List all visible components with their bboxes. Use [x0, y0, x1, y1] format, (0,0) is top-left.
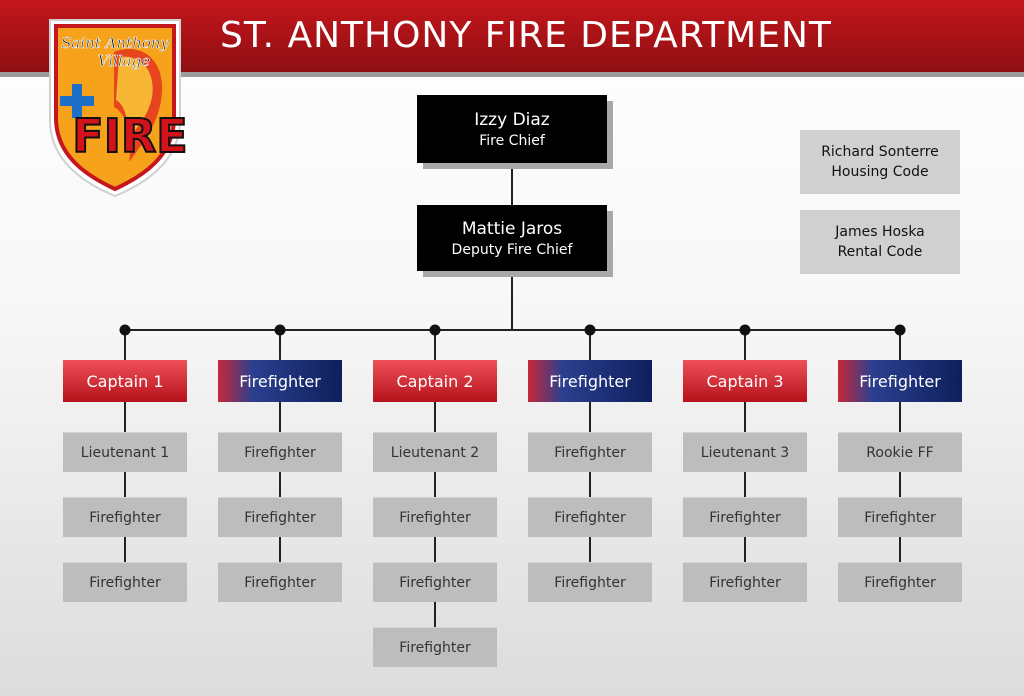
svg-text:Saint Anthony: Saint Anthony [61, 34, 169, 52]
housing-code-name: Richard Sonterre [821, 144, 939, 160]
member-box: Firefighter [63, 562, 187, 602]
member-box: Firefighter [218, 432, 342, 472]
member-box: Firefighter [218, 497, 342, 537]
junction-dot [584, 324, 596, 336]
rental-code-name: James Hoska [835, 224, 925, 240]
member-box: Firefighter [683, 562, 807, 602]
column-header-captain: Captain 3 [683, 360, 807, 402]
member-box: Lieutenant 3 [683, 432, 807, 472]
junction-dot [274, 324, 286, 336]
member-box: Firefighter [528, 562, 652, 602]
junction-dot [119, 324, 131, 336]
member-box: Firefighter [63, 497, 187, 537]
fire-department-logo: Saint Anthony Village FIRE [49, 19, 186, 198]
member-box: Firefighter [838, 497, 962, 537]
member-box: Firefighter [373, 562, 497, 602]
header-divider [0, 72, 1024, 77]
column-header-captain: Captain 2 [373, 360, 497, 402]
fire-chief-box: Izzy Diaz Fire Chief [417, 95, 607, 163]
junction-dot [739, 324, 751, 336]
page-title: ST. ANTHONY FIRE DEPARTMENT [220, 15, 832, 56]
rental-code-role: Rental Code [837, 244, 923, 260]
member-box: Firefighter [373, 627, 497, 667]
column-header-captain: Captain 1 [63, 360, 187, 402]
column-header-firefighter: Firefighter [838, 360, 962, 402]
housing-code-box: Richard Sonterre Housing Code [800, 130, 960, 194]
member-box: Rookie FF [838, 432, 962, 472]
member-box: Firefighter [373, 497, 497, 537]
member-box: Lieutenant 1 [63, 432, 187, 472]
junction-dot [429, 324, 441, 336]
housing-code-role: Housing Code [831, 164, 929, 180]
fire-chief-name: Izzy Diaz [474, 109, 550, 130]
deputy-chief-name: Mattie Jaros [461, 218, 563, 239]
svg-text:Village: Village [98, 52, 151, 70]
column-header-firefighter: Firefighter [528, 360, 652, 402]
junction-dot [894, 324, 906, 336]
member-box: Firefighter [218, 562, 342, 602]
member-box: Lieutenant 2 [373, 432, 497, 472]
svg-text:FIRE: FIRE [72, 109, 186, 163]
deputy-chief-box: Mattie Jaros Deputy Fire Chief [417, 205, 607, 271]
column-header-firefighter: Firefighter [218, 360, 342, 402]
rental-code-box: James Hoska Rental Code [800, 210, 960, 274]
member-box: Firefighter [683, 497, 807, 537]
deputy-chief-role: Deputy Fire Chief [451, 241, 573, 258]
member-box: Firefighter [528, 432, 652, 472]
member-box: Firefighter [838, 562, 962, 602]
member-box: Firefighter [528, 497, 652, 537]
fire-chief-role: Fire Chief [479, 132, 545, 149]
